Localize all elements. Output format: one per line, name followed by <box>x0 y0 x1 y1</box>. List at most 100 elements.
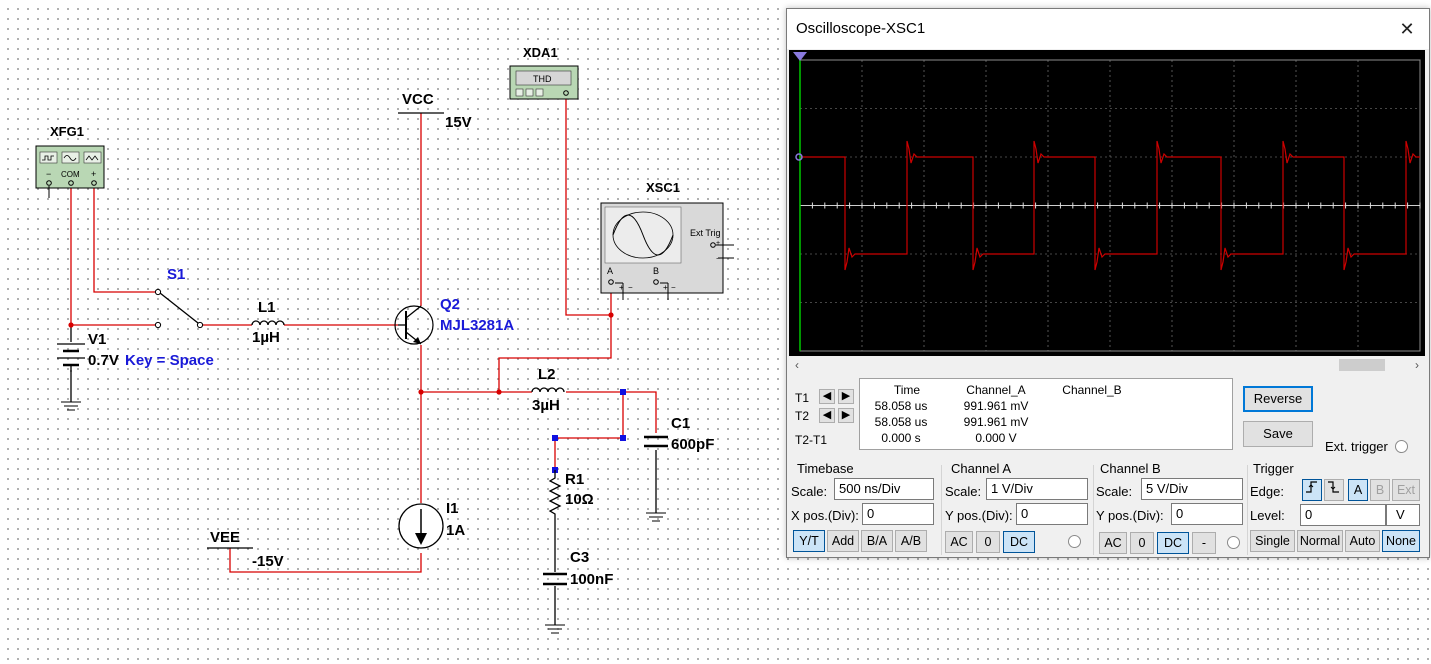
channel-b-terminal[interactable] <box>1227 536 1240 549</box>
trigger-edge-label: Edge: <box>1250 484 1284 499</box>
divider <box>1093 465 1094 555</box>
trigger-group: Trigger Edge: A B Ext Level: 0 V Single … <box>1249 459 1427 555</box>
t1-label: T1 <box>795 391 810 405</box>
schematic-canvas[interactable]: XFG1 − COM + XDA1 THD XSC1 Ext Trig <box>0 0 790 664</box>
vcc-rail[interactable]: VCC 15V <box>398 91 472 131</box>
scroll-left-icon[interactable]: ‹ <box>795 358 799 372</box>
c1-capacitor[interactable]: C1 600pF <box>644 415 714 522</box>
mode-yt-button[interactable]: Y/T <box>793 530 825 552</box>
scroll-thumb[interactable] <box>1339 359 1385 371</box>
trigger-source-a-button[interactable]: A <box>1348 479 1368 501</box>
r1-label: R1 <box>565 471 584 488</box>
delta-time: 0.000 s <box>881 431 921 445</box>
channel-a-ac-button[interactable]: AC <box>945 531 973 553</box>
l1-inductor[interactable]: L1 1µH <box>251 299 285 346</box>
r1-value: 10Ω <box>565 491 594 508</box>
rising-edge-icon[interactable] <box>1302 479 1322 501</box>
channel-b-dc-button[interactable]: DC <box>1157 532 1189 554</box>
xsc1-ext-plus-label: + <box>716 240 720 247</box>
divider <box>941 465 942 555</box>
l2-label: L2 <box>538 366 556 383</box>
t2-label: T2 <box>795 409 810 423</box>
channel-a-scale-field[interactable]: 1 V/Div <box>986 478 1088 500</box>
xfg1-pin-com-label: COM <box>61 170 80 179</box>
v1-value: 0.7V <box>88 352 119 369</box>
mode-ba-button[interactable]: B/A <box>861 530 893 552</box>
xsc1-oscilloscope[interactable]: XSC1 Ext Trig + − A B + − + − <box>600 180 734 300</box>
scroll-right-icon[interactable]: › <box>1415 358 1419 372</box>
readout-header-channel-b: Channel_B <box>1062 383 1122 397</box>
vcc-label: VCC <box>402 91 434 108</box>
trigger-level-field[interactable]: 0 <box>1300 504 1386 526</box>
xpos-field[interactable]: 0 <box>862 503 934 525</box>
trigger-level-unit[interactable]: V <box>1386 504 1420 526</box>
trigger-auto-button[interactable]: Auto <box>1345 530 1380 552</box>
t2-right-arrow-icon[interactable]: ▶ <box>838 408 854 423</box>
channel-a-zero-button[interactable]: 0 <box>976 531 1000 553</box>
xsc1-label: XSC1 <box>646 180 680 195</box>
t1-right-arrow-icon[interactable]: ▶ <box>838 389 854 404</box>
i1-label: I1 <box>446 500 459 517</box>
v1-dc-source[interactable]: V1 0.7V <box>57 331 119 372</box>
channel-a-trace <box>800 140 1420 271</box>
trigger-single-button[interactable]: Single <box>1250 530 1295 552</box>
trigger-none-button[interactable]: None <box>1382 530 1420 552</box>
xsc1-a-minus-label: − <box>628 283 633 292</box>
channel-b-zero-button[interactable]: 0 <box>1130 532 1154 554</box>
s1-switch[interactable]: S1 Key = Space <box>125 266 214 369</box>
xfg1-label: XFG1 <box>50 124 84 139</box>
timebase-title: Timebase <box>797 461 854 476</box>
t2-left-arrow-icon[interactable]: ◀ <box>819 408 835 423</box>
channel-b-invert-button[interactable]: - <box>1192 532 1216 554</box>
q2-transistor[interactable]: Q2 MJL3281A <box>394 296 514 345</box>
t2-channel-a: 991.961 mV <box>963 415 1029 429</box>
c3-capacitor[interactable]: C3 100nF <box>543 549 613 634</box>
oscilloscope-window[interactable]: Oscilloscope-XSC1 ✕ ‹ › T1 ◀ ▶ T2 ◀ ▶ T2… <box>786 8 1430 558</box>
scope-display[interactable] <box>789 50 1425 356</box>
mode-add-button[interactable]: Add <box>827 530 859 552</box>
v1-label: V1 <box>88 331 106 348</box>
xsc1-pin-b-label: B <box>653 266 659 276</box>
falling-edge-icon[interactable] <box>1324 479 1344 501</box>
s1-label: S1 <box>167 266 185 283</box>
delta-channel-a: 0.000 V <box>975 431 1017 445</box>
xfg1-function-generator[interactable]: XFG1 − COM + <box>35 124 105 198</box>
close-icon[interactable]: ✕ <box>1399 19 1415 39</box>
horizontal-scrollbar[interactable]: ‹ › <box>789 357 1425 373</box>
junctions <box>68 312 614 395</box>
l2-value: 3µH <box>532 397 560 414</box>
timebase-scale-field[interactable]: 500 ns/Div <box>834 478 934 500</box>
xda1-distortion-analyzer[interactable]: XDA1 THD <box>509 45 579 100</box>
l1-label: L1 <box>258 299 276 316</box>
channel-a-marker-icon <box>795 153 803 161</box>
window-title: Oscilloscope-XSC1 <box>796 20 926 37</box>
mode-ab-button[interactable]: A/B <box>895 530 927 552</box>
t1-left-arrow-icon[interactable]: ◀ <box>819 389 835 404</box>
channel-b-ac-button[interactable]: AC <box>1099 532 1127 554</box>
channel-b-ypos-field[interactable]: 0 <box>1171 503 1243 525</box>
channel-a-terminal[interactable] <box>1068 535 1081 548</box>
r1-resistor[interactable]: R1 10Ω <box>548 470 594 520</box>
readout-header-channel-a: Channel_A <box>966 383 1026 397</box>
waveform <box>800 140 1420 271</box>
trigger-source-b-button[interactable]: B <box>1370 479 1390 501</box>
reverse-button[interactable]: Reverse <box>1243 386 1313 412</box>
channel-a-dc-button[interactable]: DC <box>1003 531 1035 553</box>
wires <box>70 97 657 625</box>
channel-a-ypos-field[interactable]: 0 <box>1016 503 1088 525</box>
ext-trigger-label: Ext. trigger <box>1325 439 1388 454</box>
title-bar[interactable]: Oscilloscope-XSC1 ✕ <box>787 9 1429 49</box>
readout-header-time: Time <box>893 383 921 397</box>
trigger-normal-button[interactable]: Normal <box>1297 530 1343 552</box>
xda1-screen-label: THD <box>533 74 552 84</box>
save-button[interactable]: Save <box>1243 421 1313 447</box>
scope-graticule <box>793 52 1421 352</box>
channel-b-scale-field[interactable]: 5 V/Div <box>1141 478 1243 500</box>
ext-trigger-terminal[interactable] <box>1395 440 1408 453</box>
i1-current-source[interactable]: I1 1A <box>398 500 465 549</box>
cursor-handle-icon[interactable] <box>793 52 807 61</box>
vee-rail[interactable]: VEE -15V <box>207 529 284 570</box>
channel-a-scale-label: Scale: <box>945 484 982 499</box>
trigger-source-ext-button[interactable]: Ext <box>1392 479 1420 501</box>
l2-inductor[interactable]: L2 3µH <box>531 366 565 414</box>
